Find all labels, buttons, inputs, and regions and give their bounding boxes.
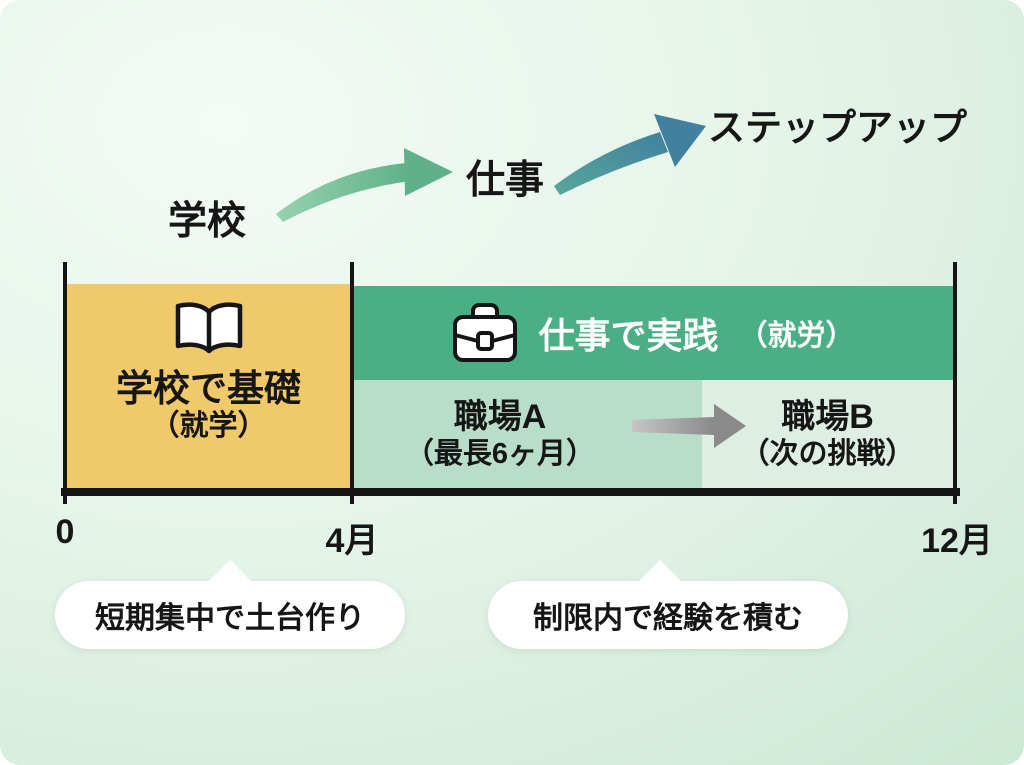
work-phase-subtitle: （就労）	[738, 320, 855, 352]
axis-tick-line-april	[350, 262, 354, 504]
flow-label-work: 仕事	[466, 159, 545, 202]
workplace-b-title: 職場B	[781, 397, 874, 436]
callout-work-text: 制限内で経験を積む	[533, 602, 803, 635]
workplace-a-section	[354, 380, 702, 488]
callout-pointer-icon	[206, 560, 254, 584]
callout-work: 制限内で経験を積む	[488, 560, 848, 649]
school-phase-title: 学校で基礎	[116, 368, 301, 409]
axis-tick-line-start	[63, 262, 67, 504]
callout-school-text: 短期集中で土台作り	[95, 602, 365, 635]
workplace-a-title: 職場A	[453, 397, 547, 436]
workplace-b-subtitle: （次の挑戦）	[740, 437, 915, 470]
school-phase-subtitle: （就学）	[150, 409, 267, 442]
work-phase-band: 仕事で実践 （就労）	[354, 286, 953, 380]
workplace-a-subtitle: （最長6ヶ月）	[404, 437, 596, 470]
axis-label-april: 4月	[325, 522, 379, 560]
timeline-axis	[61, 488, 960, 496]
curved-arrow-green-icon	[276, 148, 453, 222]
axis-label-start: 0	[55, 513, 75, 551]
right-arrow-gray-icon	[632, 404, 746, 448]
curved-arrow-teal-icon	[554, 114, 706, 195]
school-phase-block: 学校で基礎 （就学）	[67, 284, 350, 488]
workplace-a-label-group: 職場A （最長6ヶ月）	[354, 380, 646, 488]
flow-label-school: 学校	[168, 200, 247, 243]
work-phase-title: 仕事で実践	[538, 315, 719, 356]
callout-school: 短期集中で土台作り	[55, 560, 405, 649]
callout-pointer-icon	[636, 560, 684, 584]
axis-tick-line-december	[953, 262, 957, 504]
open-book-icon	[170, 300, 248, 362]
briefcase-icon	[452, 302, 518, 364]
axis-label-december: 12月	[921, 522, 993, 560]
flow-label-stepup: ステップアップ	[708, 107, 967, 148]
workplace-b-section: 職場B （次の挑戦）	[702, 380, 953, 488]
